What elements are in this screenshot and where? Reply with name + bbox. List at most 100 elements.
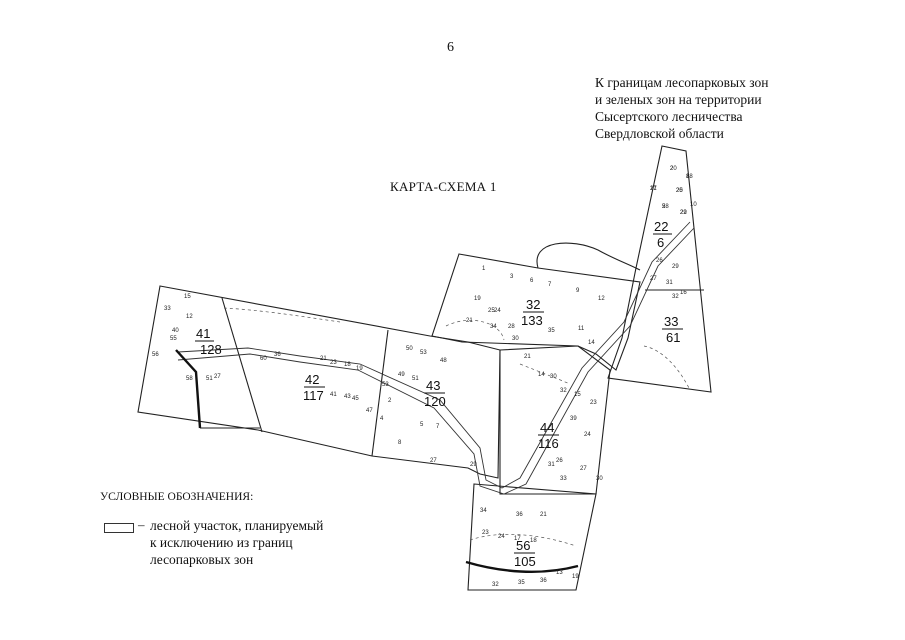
- block-area: 116: [538, 436, 559, 451]
- parcel-number: 29: [470, 462, 477, 468]
- parcel-number: 21: [320, 356, 327, 362]
- parcel-number: 24: [498, 534, 505, 540]
- parcel-number: 21: [524, 354, 531, 360]
- parcel-number: 6: [530, 278, 534, 284]
- parcel-number: 45: [352, 396, 359, 402]
- parcel-number: 17: [514, 536, 521, 542]
- parcel-number: 36: [516, 512, 523, 518]
- parcel-number: 12: [598, 296, 605, 302]
- parcel-number: 51: [206, 376, 213, 382]
- parcel-number: 19: [572, 574, 579, 580]
- block-area: 6: [657, 235, 664, 250]
- parcel-number: 58: [186, 376, 193, 382]
- parcel-number: 5: [662, 204, 666, 210]
- parcel-number: 23: [330, 360, 337, 366]
- parcel-number: 27: [430, 458, 437, 464]
- legend-dash: –: [138, 517, 145, 532]
- parcel-number: 18: [530, 538, 537, 544]
- block-boundary: [467, 483, 597, 591]
- legend-line: к исключению из границ: [150, 535, 293, 550]
- parcel-number: 23: [590, 400, 597, 406]
- parcel-number: 8: [398, 440, 402, 446]
- parcel-number: 30: [550, 374, 557, 380]
- block-number: 22: [654, 219, 668, 234]
- parcel-number: 10: [690, 202, 697, 208]
- exclusion-corridor: [177, 221, 695, 495]
- parcel-number: 34: [480, 508, 487, 514]
- parcel-number: 23: [482, 530, 489, 536]
- block-number: 43: [426, 378, 440, 393]
- parcel-number: 16: [680, 290, 687, 296]
- block-boundary: [607, 145, 712, 393]
- bold-line: [465, 560, 579, 573]
- parcel-number: 53: [420, 350, 427, 356]
- parcel-number: 21: [650, 186, 657, 192]
- scheme-title: КАРТА-СХЕМА 1: [390, 179, 497, 194]
- contour: [223, 307, 341, 323]
- parcel-number: 18: [344, 362, 351, 368]
- parcel-number: 19: [356, 366, 363, 372]
- bold-boundaries: [175, 349, 579, 573]
- parcel-number: 27: [650, 276, 657, 282]
- parcel-number: 5: [420, 422, 424, 428]
- block-divider: [371, 329, 389, 457]
- contour: [445, 319, 505, 341]
- parcel-number: 43: [344, 394, 351, 400]
- parcel-number: 7: [548, 282, 552, 288]
- legend-line: лесопарковых зон: [150, 552, 254, 567]
- block-area: 128: [200, 342, 222, 357]
- parcel-number: 15: [184, 294, 191, 300]
- contour: [519, 363, 571, 385]
- parcel-number: 19: [474, 296, 481, 302]
- block-labels: 22 6 32 133 33 61 41 128 42 117 43 120 4…: [195, 219, 683, 569]
- parcel-number: 28: [662, 204, 669, 210]
- parcel-number: 33: [560, 476, 567, 482]
- map-boundaries: [137, 145, 712, 591]
- parcel-number: 31: [548, 462, 555, 468]
- parcel-number: 41: [330, 392, 337, 398]
- parcel-number: 7: [436, 424, 440, 430]
- page-number: 6: [447, 40, 454, 55]
- block-divider: [221, 297, 263, 433]
- block-area: 133: [521, 313, 543, 328]
- parcel-number: 15: [574, 392, 581, 398]
- block-number: 44: [540, 420, 554, 435]
- parcel-number: 30: [512, 336, 519, 342]
- parcel-number: 47: [366, 408, 373, 414]
- block-area: 61: [666, 330, 680, 345]
- block-boundary: [499, 345, 611, 495]
- block-number: 56: [516, 538, 530, 553]
- parcel-number: 32: [672, 294, 679, 300]
- parcel-number: 48: [440, 358, 447, 364]
- parcel-number: 25: [676, 188, 683, 194]
- legend-description: лесной участок, планируемый к исключению…: [150, 517, 370, 568]
- parcel-number: 9: [576, 288, 580, 294]
- parcel-number: 60: [260, 356, 267, 362]
- parcel-number: 20: [676, 188, 683, 194]
- caption-line: К границам лесопарковых зон: [595, 75, 769, 90]
- parcel-number: 51: [412, 376, 419, 382]
- map-caption: К границам лесопарковых зон и зеленых зо…: [595, 74, 835, 142]
- parcel-number: 11: [578, 326, 585, 332]
- parcel-number: 50: [406, 346, 413, 352]
- parcel-number: 34: [490, 324, 497, 330]
- caption-line: Сысертского лесничества: [595, 109, 743, 124]
- corridor-edge: [177, 221, 691, 489]
- block-area: 120: [424, 394, 446, 409]
- parcel-number: 35: [518, 580, 525, 586]
- parcel-number: 13: [556, 570, 563, 576]
- block-number: 42: [305, 372, 319, 387]
- parcel-number: 33: [164, 306, 171, 312]
- parcel-number: 29: [680, 210, 687, 216]
- parcel-number: 31: [666, 280, 673, 286]
- contour: [643, 345, 691, 391]
- parcel-number: 14: [538, 372, 545, 378]
- parcel-number: 22: [680, 210, 687, 216]
- parcel-number: 12: [186, 314, 193, 320]
- parcel-number: 32: [560, 388, 567, 394]
- parcel-number: 8: [686, 174, 690, 180]
- parcel-number: 1: [482, 266, 486, 272]
- parcel-number: 49: [398, 372, 405, 378]
- caption-line: и зеленых зон на территории: [595, 92, 762, 107]
- parcel-number: 40: [172, 328, 179, 334]
